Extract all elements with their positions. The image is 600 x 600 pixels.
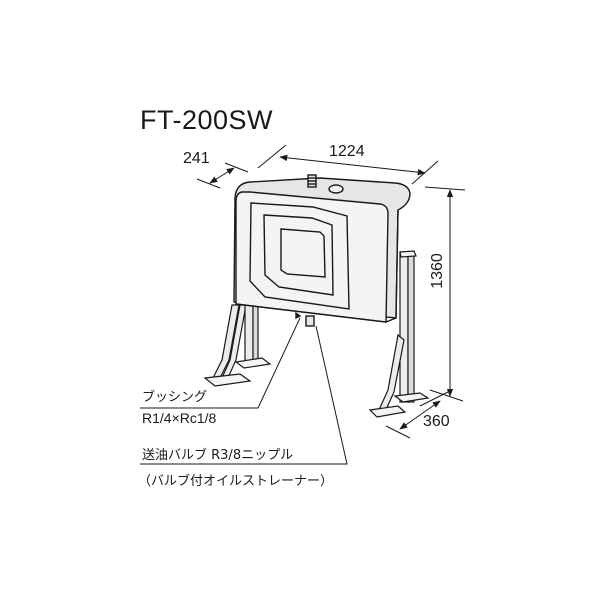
supply-valve-note: （バルブ付オイルストレーナー） bbox=[138, 474, 334, 489]
left-legs bbox=[203, 304, 272, 387]
dimension-width-line bbox=[257, 144, 439, 185]
callout-leaders bbox=[140, 317, 348, 465]
dimension-depth-line bbox=[196, 162, 249, 189]
dimension-leg-depth-label: 360 bbox=[423, 413, 450, 430]
right-legs bbox=[368, 250, 430, 418]
dimension-depth-label: 241 bbox=[183, 150, 210, 167]
dimension-height-line bbox=[424, 186, 466, 402]
supply-valve-label: 送油バルブ R3/8ニップル bbox=[142, 448, 294, 463]
model-title: FT-200SW bbox=[140, 105, 274, 135]
dimension-width-label: 1224 bbox=[329, 143, 365, 160]
dimension-leg-depth-line bbox=[385, 391, 449, 439]
bushing-spec: R1/4×Rc1/8 bbox=[142, 410, 217, 426]
tank-body bbox=[233, 174, 411, 327]
bushing-label: ブッシング bbox=[142, 390, 208, 405]
dimension-height-label: 1360 bbox=[428, 253, 446, 289]
